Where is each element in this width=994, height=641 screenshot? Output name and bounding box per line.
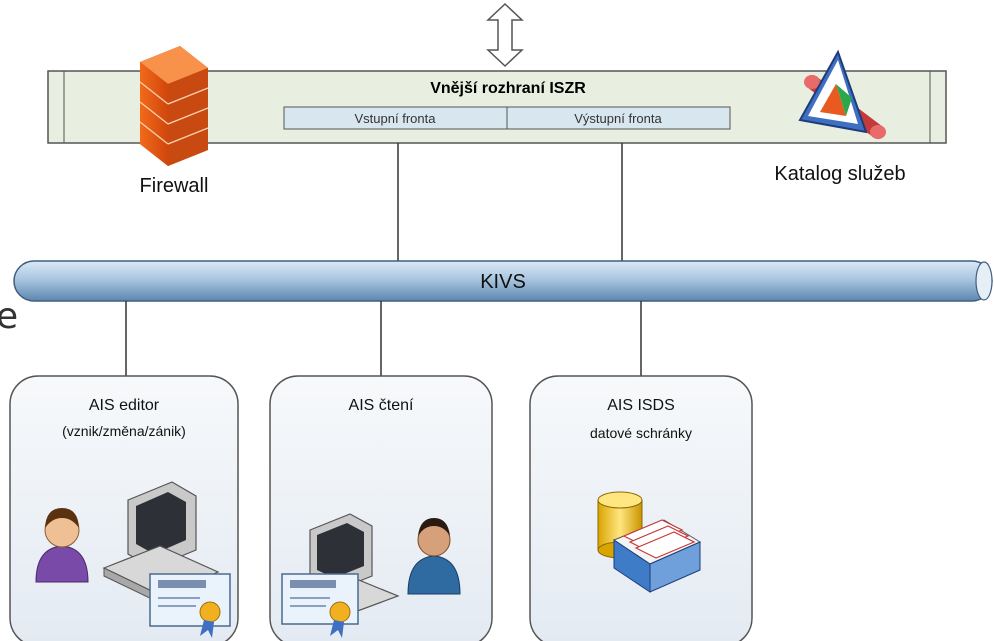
system-box-ais-isds: AIS ISDS datové schránky [529,375,753,641]
system-box-ais-editor: AIS editor (vznik/změna/zánik) [9,375,239,641]
user-icon [35,508,89,583]
catalog-label: Katalog služeb [774,163,905,185]
system-box-ais-cteni: AIS čtení [269,375,493,641]
firewall-icon [139,46,209,166]
bidirectional-arrow-icon [486,2,524,68]
catalog-icon [798,49,886,139]
user-icon [407,518,461,595]
output-queue-label: Výstupní fronta [574,111,662,126]
kivs-network [13,260,993,302]
mailbox-icon [612,519,702,593]
system-title: AIS čtení [349,397,414,414]
certificate-icon [281,573,359,638]
certificate-icon [149,573,231,638]
system-title: AIS ISDS [607,397,675,414]
output-queue [506,106,731,130]
kivs-label: KIVS [480,271,526,293]
system-subtitle: (vznik/změna/zánik) [62,423,186,439]
system-subtitle: datové schránky [590,425,692,441]
edge-fragment-text: e [0,296,19,337]
interface-title: Vnější rozhraní ISZR [430,80,586,97]
firewall-label: Firewall [140,175,209,197]
system-title: AIS editor [89,397,160,414]
input-queue-label: Vstupní fronta [355,111,437,126]
